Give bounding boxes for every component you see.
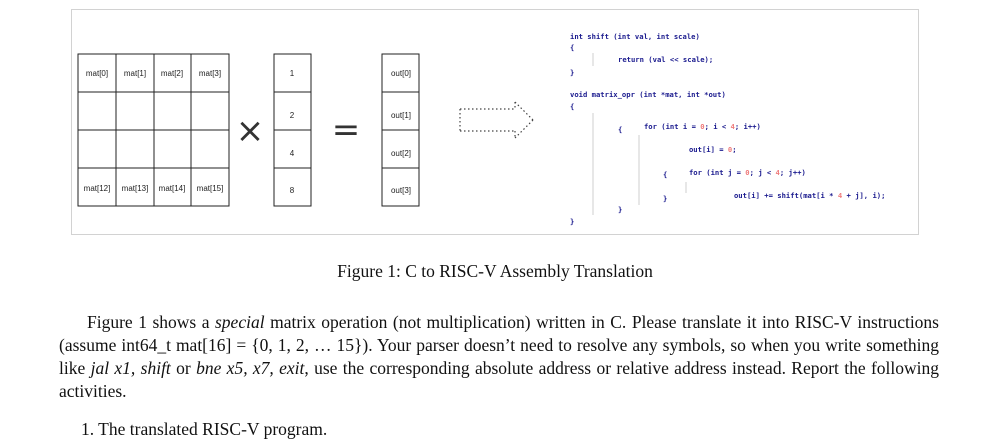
code-line: { [618,125,623,134]
code-line: out[i] = 0; [663,136,737,163]
matrix-grid [77,53,230,207]
code-line: return (val << scale); [618,55,714,64]
paragraph-text: matrix operation (not multiplication) wr… [59,312,939,378]
code-token: ; i++) [734,122,761,131]
code-token: ; j < [749,168,776,177]
matrix-diagram: mat[0] mat[1] mat[2] mat[3] mat[12] mat[… [77,53,687,215]
code-token: + j], i); [842,191,886,200]
code-number: 4 [775,168,780,177]
figure-1: mat[0] mat[1] mat[2] mat[3] mat[12] mat[… [71,9,919,235]
figure-caption: Figure 1: C to RISC-V Assembly Translati… [337,261,653,281]
code-line: { [570,102,575,111]
code-token: ; j++) [779,168,806,177]
code-token: for (int j = [688,168,746,177]
dotted-arrow-icon [459,101,534,139]
code-number: 0 [727,145,733,154]
paragraph-text: or [170,358,197,378]
matrix-cell: mat[2] [161,69,183,78]
code-line: } [570,217,575,226]
code-line: for (int j = 0; j < 4; j++) [663,159,806,186]
vector-value: 2 [290,111,295,120]
code-line: out[i] += shift(mat[i * 4 + j], i); [708,182,885,209]
matrix-cell: mat[3] [199,69,221,78]
list-item: 1. The translated RISC-V program. [81,419,328,439]
emphasis-text: special [215,312,265,332]
paragraph-text: , use the corresponding absolute address… [59,358,940,401]
output-cell: out[0] [391,69,411,78]
matrix-cell: mat[1] [124,69,146,78]
matrix-cell: mat[14] [159,184,186,193]
vector-value: 1 [290,69,295,78]
code-line: } [618,205,623,214]
matrix-cell: mat[0] [86,69,108,78]
code-line: { [663,170,668,179]
code-number: 0 [700,122,705,131]
code-line: int shift (int val, int scale) [570,32,700,41]
code-line: } [570,68,575,77]
multiply-operator: × [236,111,265,151]
code-token: out[i] = [688,145,728,154]
matrix-cell: mat[15] [197,184,224,193]
output-cell: out[1] [391,111,411,120]
matrix-cell: mat[12] [84,184,111,193]
vector-column [273,53,312,207]
code-line: } [663,194,668,203]
vector-value: 4 [290,149,295,158]
equals-operator: = [332,110,361,150]
vector-value: 8 [290,186,295,195]
paragraph-text: Figure 1 shows a [87,312,215,332]
output-column [381,53,420,207]
code-line: for (int i = 0; i < 4; i++) [618,113,761,140]
code-line: void matrix_opr (int *mat, int *out) [570,90,726,99]
code-indent-guides [592,53,687,215]
code-token: for (int i = [643,122,701,131]
body-paragraph: Figure 1 shows a special matrix operatio… [59,311,939,403]
output-cell: out[2] [391,149,411,158]
code-number: 4 [730,122,735,131]
code-token: ; [732,145,737,154]
code-reference: jal x1, shift [90,358,171,378]
output-cell: out[3] [391,186,411,195]
code-token: out[i] += shift(mat[i * [733,191,838,200]
code-reference: bne x5, x7, exit [196,358,305,378]
code-number: 0 [745,168,750,177]
code-number: 4 [837,191,843,200]
matrix-cell: mat[13] [122,184,149,193]
code-line: { [570,43,575,52]
code-token: ; i < [704,122,731,131]
